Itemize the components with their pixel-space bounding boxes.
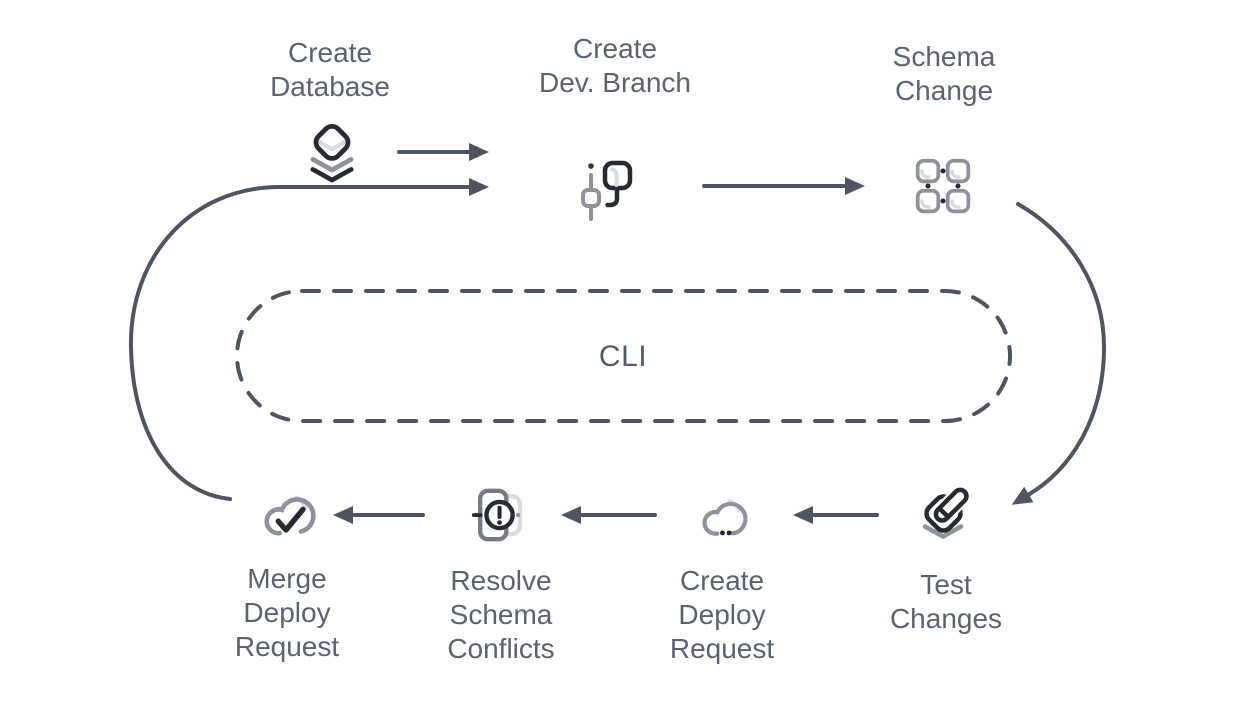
node-label-merge-deploy-request: Merge Deploy Request bbox=[234, 563, 340, 662]
git-branch-icon bbox=[581, 160, 633, 221]
node-label-create-database: Create Database bbox=[270, 37, 390, 102]
pencil-layer-icon bbox=[922, 485, 971, 539]
arrow-schema-to-test bbox=[1011, 202, 1107, 505]
arrow-merge-loop-to-branch bbox=[128, 178, 489, 501]
database-layers-icon bbox=[310, 123, 354, 183]
cloud-check-icon bbox=[264, 495, 316, 536]
schema-grid-icon bbox=[915, 158, 971, 214]
node-label-create-dev-branch: Create Dev. Branch bbox=[539, 33, 691, 98]
node-label-test-changes: Test Changes bbox=[889, 569, 1003, 634]
conflict-alert-icon bbox=[471, 488, 523, 542]
node-label-resolve-schema-conflicts: Resolve Schema Conflicts bbox=[447, 565, 555, 664]
node-label-create-deploy-request: Create Deploy Request bbox=[669, 565, 775, 664]
node-label-schema-change: Schema Change bbox=[892, 41, 996, 106]
cloud-dots-icon bbox=[702, 499, 748, 536]
cli-label: CLI bbox=[598, 340, 648, 373]
cli-boundary bbox=[235, 289, 1012, 423]
